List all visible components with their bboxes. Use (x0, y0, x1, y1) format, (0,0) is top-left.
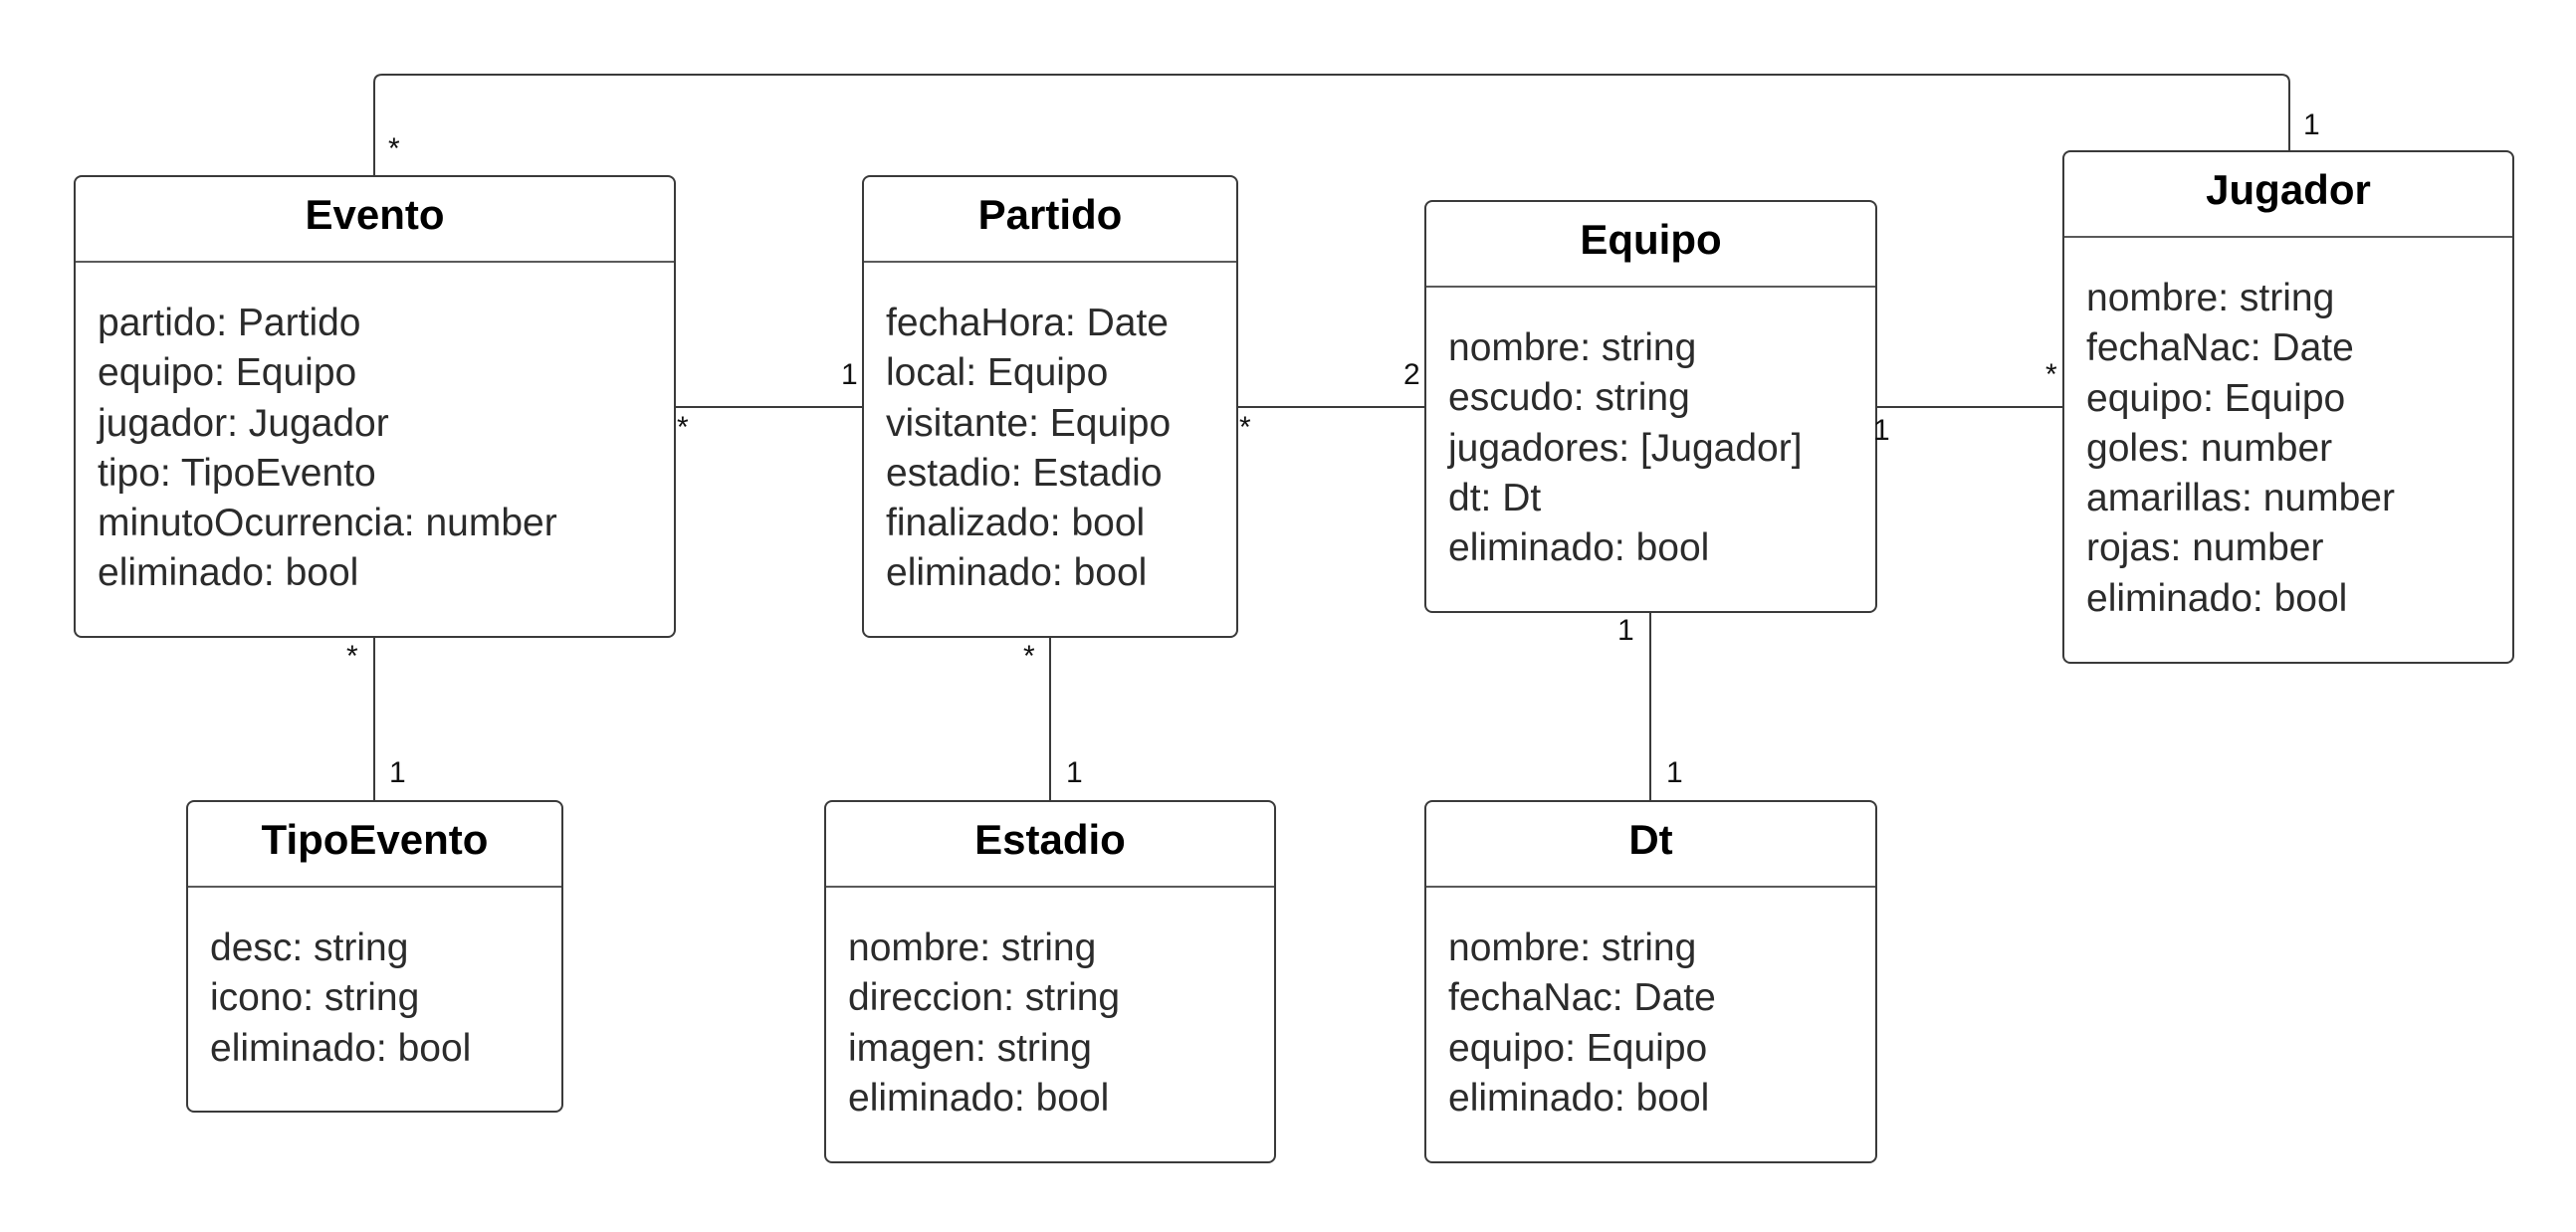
attribute-list: desc: string icono: string eliminado: bo… (188, 888, 561, 1074)
multiplicity-evento-tipoevento-tipoevento-end: 1 (389, 756, 406, 789)
class-title: Equipo (1426, 202, 1875, 288)
attribute-list: nombre: string escudo: string jugadores:… (1426, 288, 1875, 573)
attribute: fechaNac: Date (1448, 976, 1716, 1020)
multiplicity-equipo-jugador-jugador-end: * (2045, 358, 2057, 391)
attribute: eliminado: bool (886, 551, 1148, 595)
class-title: Estadio (826, 802, 1274, 888)
class-title: Partido (864, 177, 1236, 263)
attribute: nombre: string (1448, 326, 1697, 369)
attribute: dt: Dt (1448, 476, 1542, 519)
multiplicity-evento-jugador-jugador-end: 1 (2303, 108, 2320, 141)
multiplicity-evento-partido-partido-end: 1 (841, 358, 858, 391)
attribute: escudo: string (1448, 376, 1690, 420)
class-title: Jugador (2064, 152, 2512, 238)
attribute: eliminado: bool (210, 1026, 472, 1070)
attribute: direccion: string (848, 976, 1121, 1020)
class-equipo[interactable]: Equipo nombre: string escudo: string jug… (1424, 200, 1877, 613)
attribute: eliminado: bool (848, 1076, 1110, 1120)
attribute: goles: number (2086, 426, 2333, 470)
attribute: desc: string (210, 926, 409, 969)
attribute-list: nombre: string direccion: string imagen:… (826, 888, 1274, 1124)
class-estadio[interactable]: Estadio nombre: string direccion: string… (824, 800, 1276, 1163)
attribute-list: nombre: string fechaNac: Date equipo: Eq… (1426, 888, 1875, 1124)
attribute: rojas: number (2086, 526, 2324, 570)
attribute-list: fechaHora: Date local: Equipo visitante:… (864, 263, 1236, 599)
attribute: equipo: Equipo (2086, 376, 2346, 420)
attribute-list: partido: Partido equipo: Equipo jugador:… (76, 263, 674, 599)
class-evento[interactable]: Evento partido: Partido equipo: Equipo j… (74, 175, 676, 638)
attribute: nombre: string (1448, 926, 1697, 969)
attribute: partido: Partido (98, 302, 361, 344)
attribute: equipo: Equipo (98, 351, 357, 395)
multiplicity-partido-equipo-partido-end: * (1239, 411, 1251, 444)
attribute: eliminado: bool (1448, 526, 1710, 570)
attribute: jugadores: [Jugador] (1448, 426, 1803, 470)
attribute: nombre: string (2086, 277, 2335, 319)
class-title: Evento (76, 177, 674, 263)
attribute: amarillas: number (2086, 477, 2395, 520)
attribute: visitante: Equipo (886, 401, 1172, 445)
attribute: eliminado: bool (1448, 1076, 1710, 1120)
attribute: estadio: Estadio (886, 451, 1163, 495)
multiplicity-partido-estadio-partido-end: * (1023, 640, 1035, 673)
multiplicity-evento-jugador-evento-end: * (388, 132, 400, 165)
attribute: nombre: string (848, 926, 1097, 969)
attribute: fechaNac: Date (2086, 326, 2354, 370)
class-title: Dt (1426, 802, 1875, 888)
multiplicity-equipo-dt-dt-end: 1 (1666, 756, 1683, 789)
class-tipoevento[interactable]: TipoEvento desc: string icono: string el… (186, 800, 563, 1113)
multiplicity-evento-partido-evento-end: * (677, 411, 689, 444)
attribute: finalizado: bool (886, 502, 1146, 545)
multiplicity-equipo-jugador-equipo-end: 1 (1873, 414, 1890, 447)
attribute: eliminado: bool (98, 551, 359, 595)
multiplicity-equipo-dt-equipo-end: 1 (1617, 614, 1634, 647)
attribute-list: nombre: string fechaNac: Date equipo: Eq… (2064, 238, 2512, 624)
class-title: TipoEvento (188, 802, 561, 888)
attribute: icono: string (210, 976, 420, 1020)
attribute: minutoOcurrencia: number (98, 502, 557, 545)
attribute: equipo: Equipo (1448, 1026, 1708, 1070)
class-dt[interactable]: Dt nombre: string fechaNac: Date equipo:… (1424, 800, 1877, 1163)
attribute: imagen: string (848, 1026, 1092, 1070)
attribute: fechaHora: Date (886, 302, 1169, 344)
attribute: eliminado: bool (2086, 576, 2348, 620)
multiplicity-partido-equipo-equipo-end: 2 (1403, 358, 1420, 391)
multiplicity-evento-tipoevento-evento-end: * (346, 640, 358, 673)
attribute: tipo: TipoEvento (98, 451, 376, 495)
multiplicity-partido-estadio-estadio-end: 1 (1066, 756, 1083, 789)
class-partido[interactable]: Partido fechaHora: Date local: Equipo vi… (862, 175, 1238, 638)
association-line-evento-jugador (373, 74, 2290, 175)
class-jugador[interactable]: Jugador nombre: string fechaNac: Date eq… (2062, 150, 2514, 664)
attribute: local: Equipo (886, 351, 1109, 395)
attribute: jugador: Jugador (98, 401, 389, 445)
